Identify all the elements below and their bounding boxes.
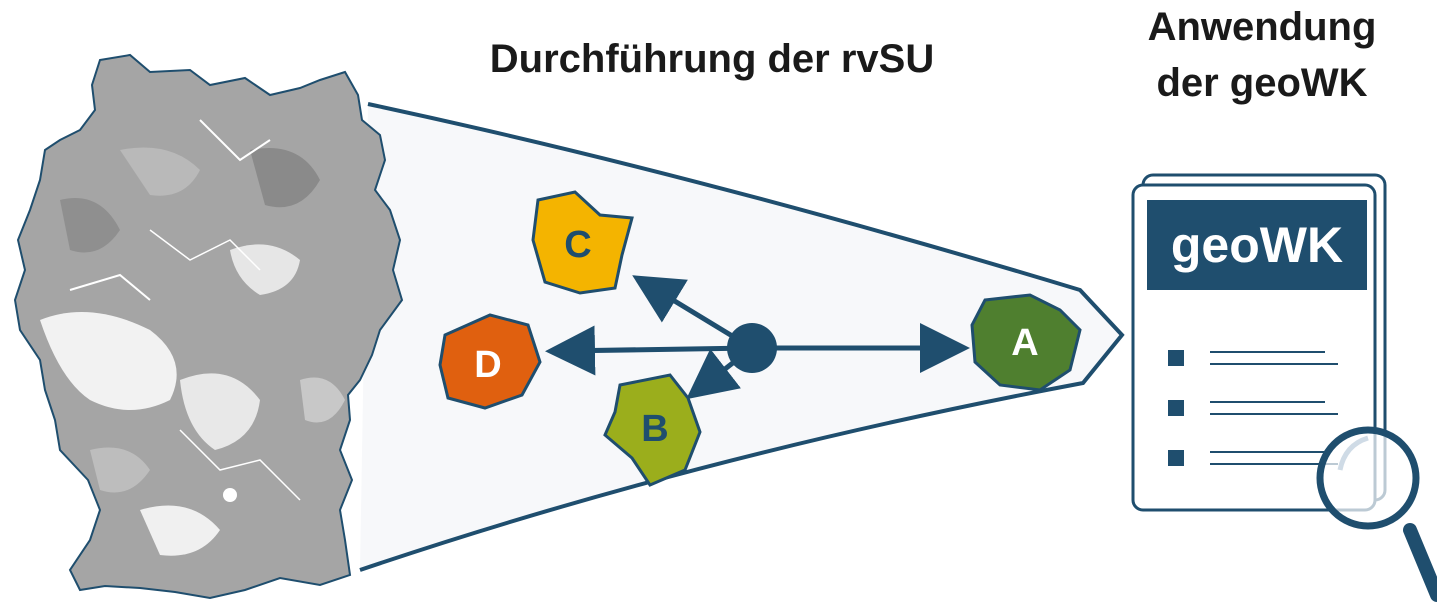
- title-side-line1: Anwendung: [1148, 5, 1377, 49]
- zone-a: A: [970, 293, 1082, 392]
- title-main: Durchführung der rvSU: [490, 37, 934, 81]
- document-list: [1168, 350, 1338, 466]
- title-side-line2: der geoWK: [1156, 61, 1367, 105]
- document-title: geoWK: [1171, 217, 1343, 273]
- zone-a-label: A: [1011, 322, 1038, 364]
- zone-d-label: D: [474, 344, 501, 386]
- document-icon: geoWK: [1131, 173, 1387, 512]
- central-node: [727, 323, 777, 373]
- zone-d: D: [438, 313, 542, 410]
- zone-b-label: B: [641, 408, 668, 450]
- germany-map-icon: [13, 53, 404, 600]
- arrow-to-d: [545, 325, 753, 376]
- zone-c-label: C: [564, 224, 591, 266]
- zone-c: C: [531, 190, 634, 295]
- zone-b: B: [603, 373, 702, 487]
- magnifier-icon: [1316, 426, 1437, 602]
